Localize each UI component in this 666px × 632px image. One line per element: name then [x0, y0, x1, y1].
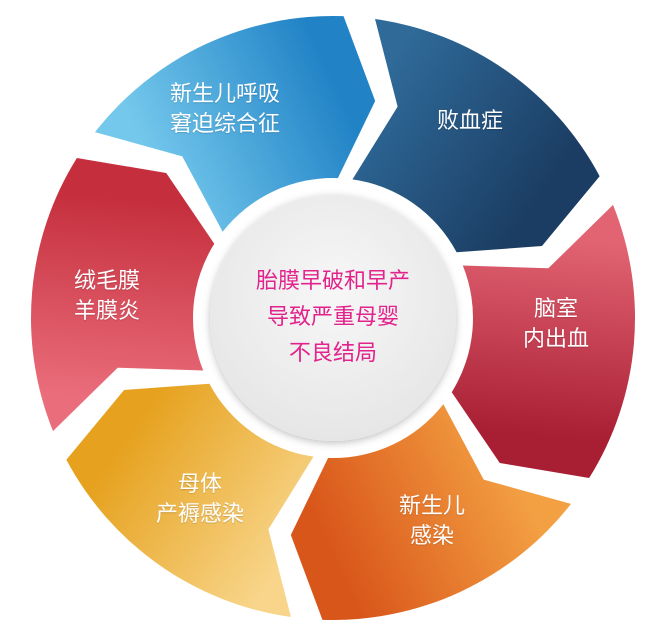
label-line: 感染 — [409, 524, 455, 549]
label-line: 新生儿呼吸 — [169, 82, 281, 107]
segment-neonatal-infection — [290, 404, 571, 620]
segment-chorioamnionitis — [30, 157, 215, 432]
label-line: 脑室 — [533, 297, 579, 322]
segment-sepsis — [352, 18, 600, 253]
label-line: 窘迫综合征 — [169, 112, 281, 137]
segment-label-maternal-infection: 母体 产褥感染 — [156, 470, 244, 530]
segment-ivh — [451, 204, 635, 479]
label-line: 败血症 — [436, 109, 504, 134]
center-circle — [210, 195, 456, 441]
label-line: 母体 — [177, 472, 223, 497]
center-line: 胎膜早破和早产 — [255, 269, 411, 294]
segment-maternal-infection — [66, 383, 314, 618]
label-line: 内出血 — [522, 327, 590, 352]
center-line: 不良结局 — [288, 341, 378, 366]
label-line: 绒毛膜 — [73, 269, 141, 294]
label-line: 产褥感染 — [155, 502, 245, 527]
segment-label-nrds: 新生儿呼吸 窘迫综合征 — [170, 80, 280, 140]
label-line: 羊膜炎 — [73, 299, 141, 324]
center-line: 导致严重母婴 — [266, 305, 400, 330]
segment-label-neonatal-infection: 新生儿 感染 — [399, 492, 465, 552]
segment-label-chorioamnionitis: 绒毛膜 羊膜炎 — [74, 267, 140, 327]
segment-label-ivh: 脑室 内出血 — [523, 295, 589, 355]
segment-label-sepsis: 败血症 — [437, 107, 503, 137]
center-text: 胎膜早破和早产 导致严重母婴 不良结局 — [256, 264, 410, 372]
label-line: 新生儿 — [398, 494, 466, 519]
segment-nrds — [95, 16, 376, 232]
